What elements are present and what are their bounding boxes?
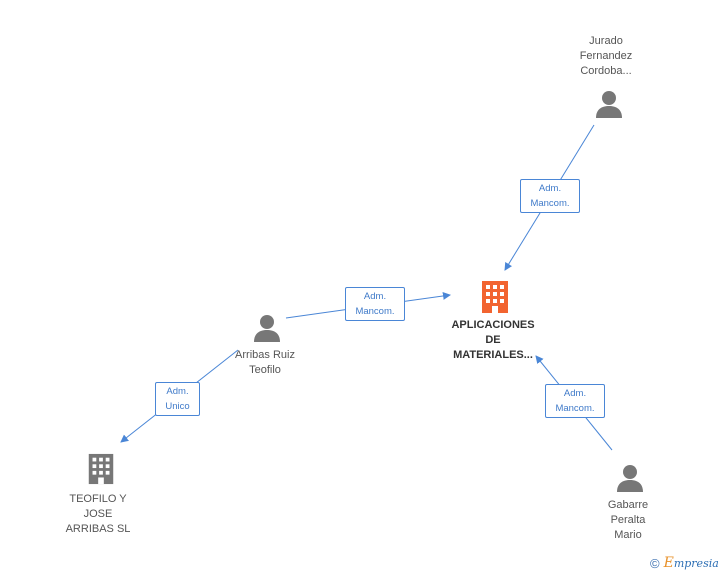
footer-brand[interactable]: © Empresia bbox=[650, 555, 719, 571]
edge-label-line1: Adm. bbox=[563, 388, 587, 399]
copyright-symbol: © bbox=[650, 555, 660, 571]
gabarre-line2: Peralta bbox=[610, 514, 646, 526]
edge-label-line2: Unico bbox=[165, 401, 190, 412]
gabarre-label[interactable]: Gabarre Peralta Mario bbox=[573, 498, 683, 543]
edge-label-line1: Adm. bbox=[538, 183, 562, 194]
main-company-label[interactable]: APLICACIONES DE MATERIALES... bbox=[438, 318, 548, 363]
teofilo-company-line1: TEOFILO Y bbox=[69, 493, 127, 505]
building-icon[interactable] bbox=[85, 452, 117, 486]
gabarre-line3: Mario bbox=[614, 529, 642, 541]
edge-label-line1: Adm. bbox=[166, 386, 189, 397]
brand-rest: mpresia bbox=[673, 557, 719, 570]
building-icon[interactable] bbox=[478, 279, 512, 315]
edge-label-line2: Mancom. bbox=[355, 306, 395, 317]
teofilo-company-line3: ARRIBAS SL bbox=[65, 523, 131, 535]
person-icon[interactable] bbox=[615, 463, 645, 493]
jurado-line3: Cordoba... bbox=[580, 65, 632, 77]
teofilo-company-label[interactable]: TEOFILO Y JOSE ARRIBAS SL bbox=[43, 492, 153, 537]
edge-label-gabarre-main[interactable]: Adm. Mancom. bbox=[545, 384, 605, 418]
brand-logo: Empresia bbox=[664, 555, 719, 571]
main-company-line2: DE bbox=[485, 334, 501, 346]
jurado-line2: Fernandez bbox=[579, 50, 633, 62]
edge-label-line2: Mancom. bbox=[530, 198, 570, 209]
teofilo-company-line2: JOSE bbox=[83, 508, 113, 520]
main-company-line3: MATERIALES... bbox=[453, 349, 533, 361]
arribas-line1: Arribas Ruiz bbox=[235, 349, 295, 361]
person-icon[interactable] bbox=[252, 313, 282, 343]
arribas-label[interactable]: Arribas Ruiz Teofilo bbox=[210, 348, 320, 378]
edge-label-arribas-main[interactable]: Adm. Mancom. bbox=[345, 287, 405, 321]
brand-initial: E bbox=[663, 555, 674, 571]
main-company-line1: APLICACIONES bbox=[451, 319, 535, 331]
person-icon[interactable] bbox=[594, 89, 624, 119]
edge-label-arribas-teofilo[interactable]: Adm. Unico bbox=[155, 382, 200, 416]
edge-label-jurado-main[interactable]: Adm. Mancom. bbox=[520, 179, 580, 213]
jurado-line1: Jurado bbox=[589, 35, 623, 47]
edge-label-line1: Adm. bbox=[363, 291, 387, 302]
arribas-line2: Teofilo bbox=[249, 364, 281, 376]
gabarre-line1: Gabarre bbox=[607, 499, 649, 511]
jurado-label[interactable]: Jurado Fernandez Cordoba... bbox=[551, 34, 661, 79]
edge-label-line2: Mancom. bbox=[555, 403, 595, 414]
